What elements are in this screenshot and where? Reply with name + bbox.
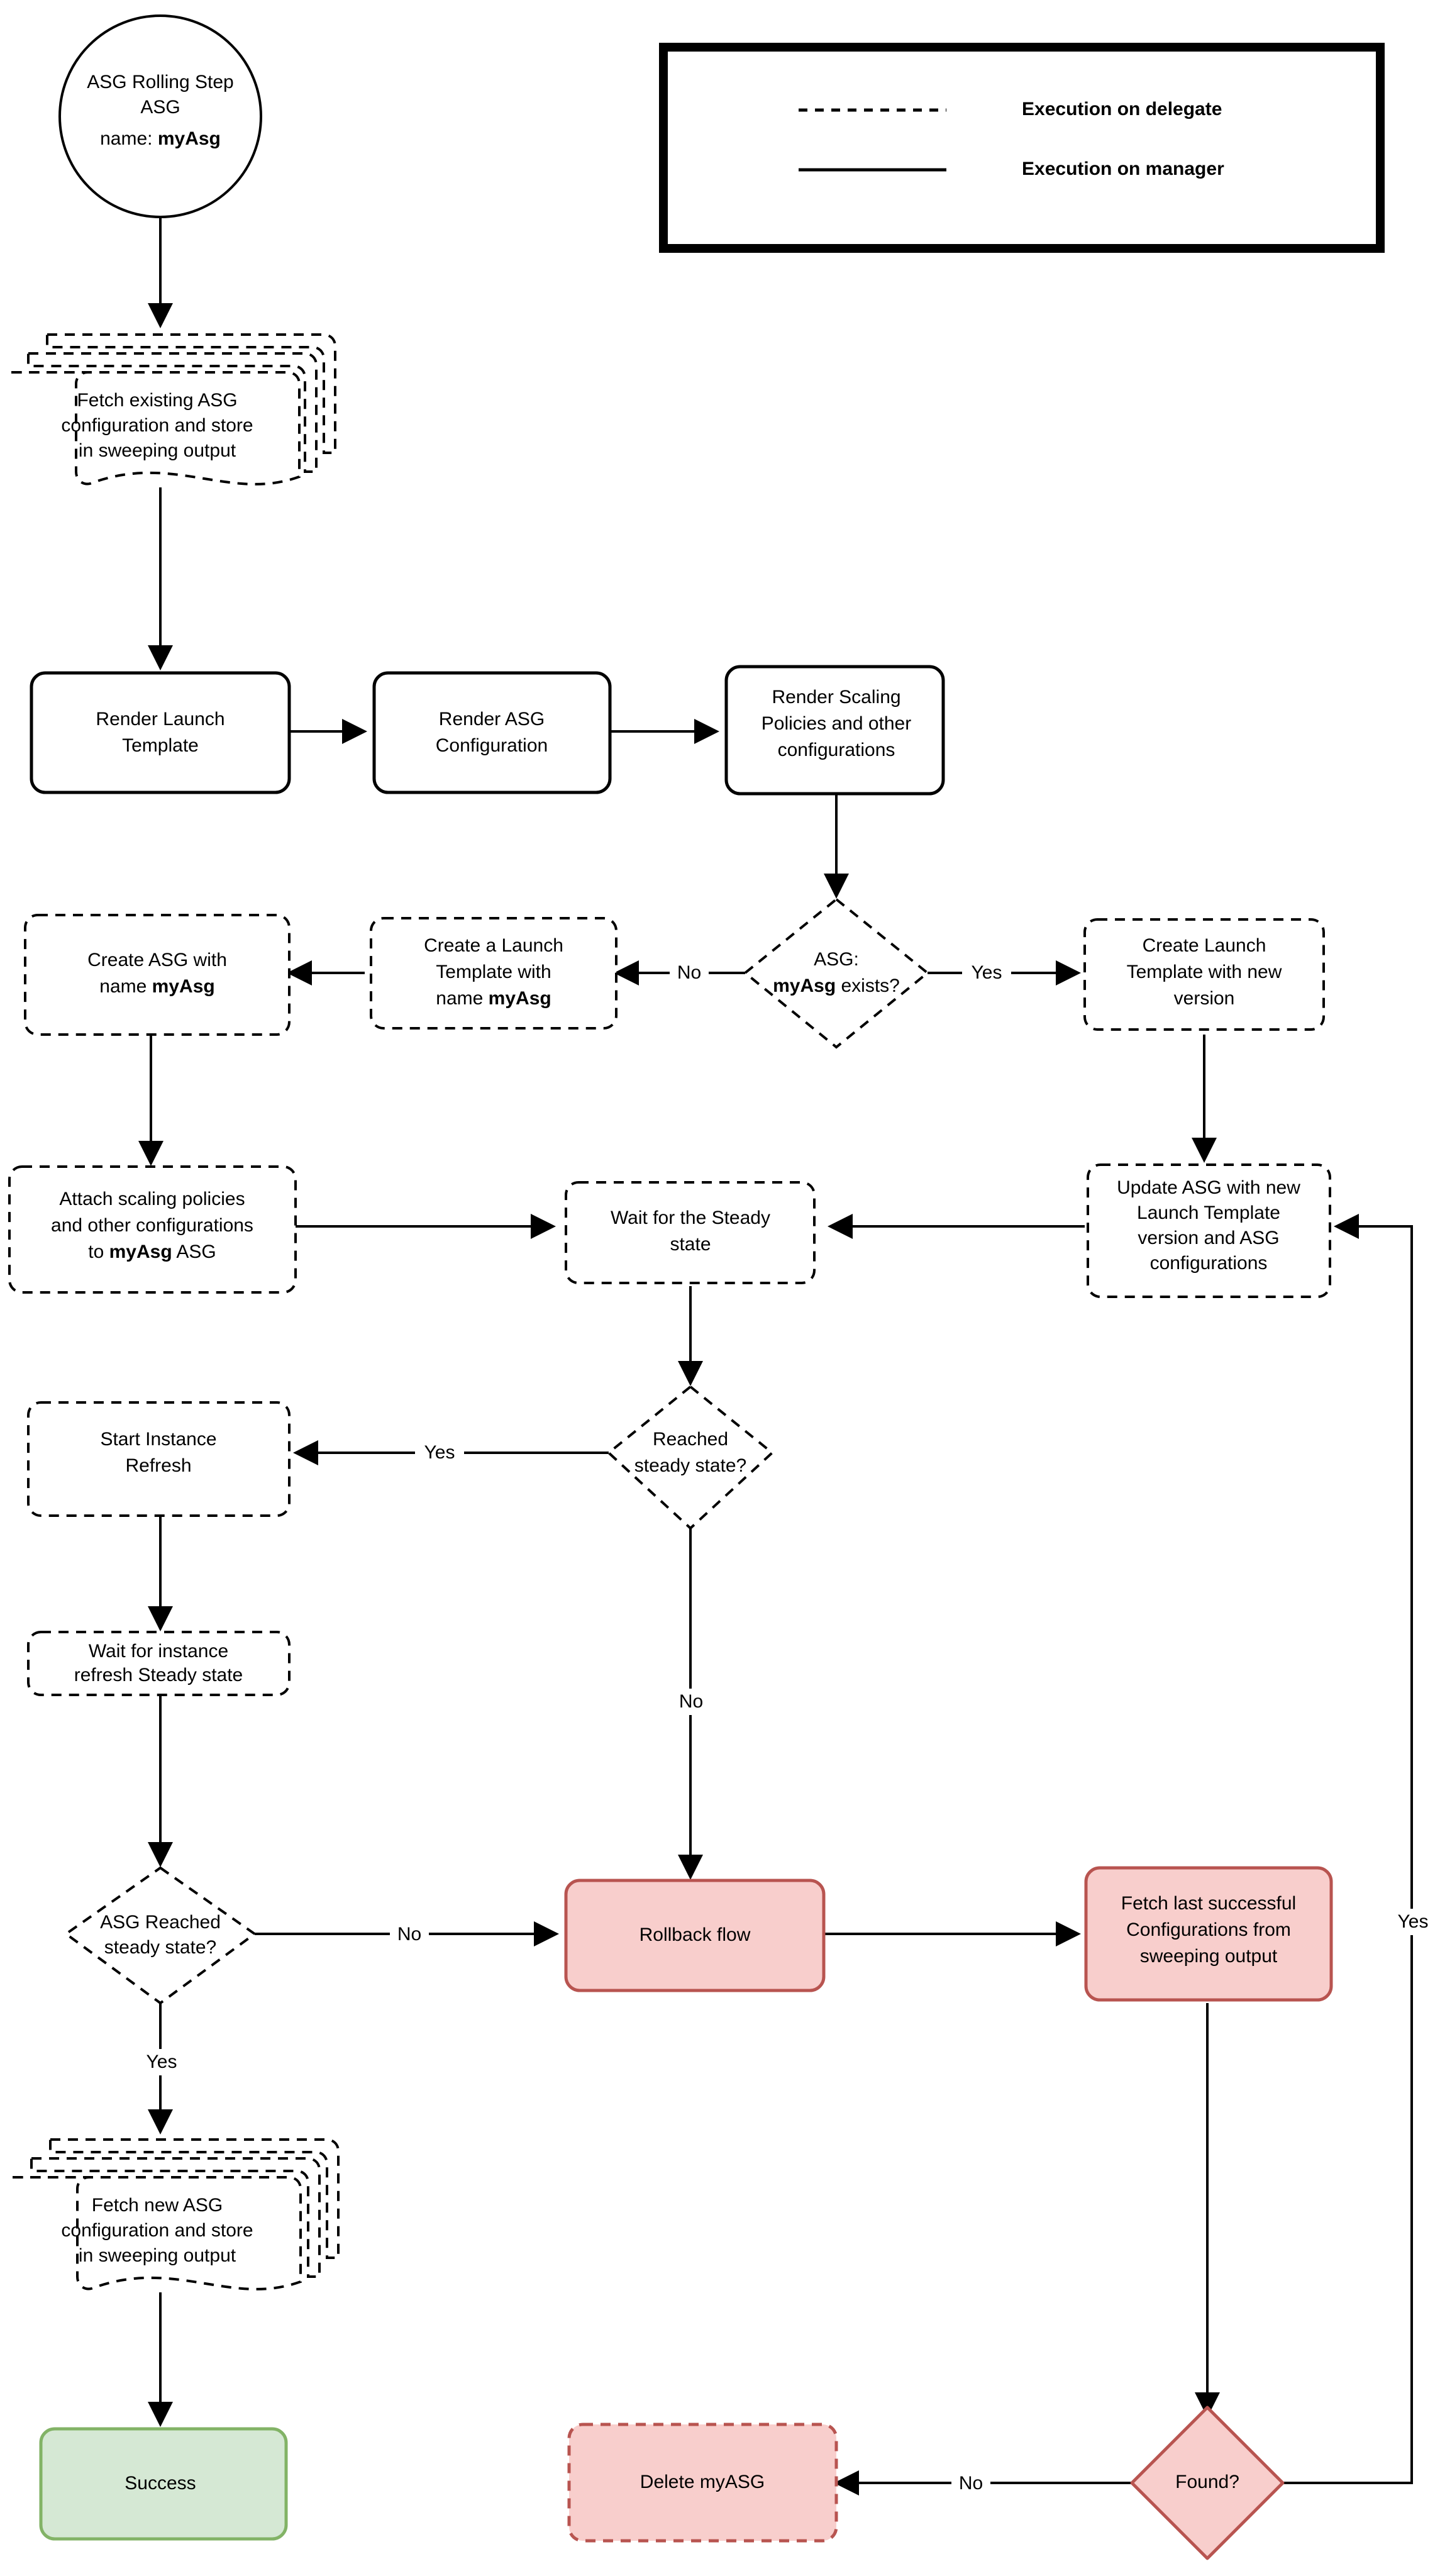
node-reachedsteady-line2: steady state? <box>634 1455 746 1476</box>
node-delete-myasg[interactable]: Delete myASG <box>567 2423 838 2543</box>
edge-label-reached-no: No <box>679 1691 703 1712</box>
node-found-decision[interactable]: Found? <box>1130 2406 1285 2560</box>
edge-found-yes-to-updateasg <box>1283 1214 1413 2484</box>
node-updateasg-line1: Update ASG with new <box>1117 1177 1300 1198</box>
node-rollback-flow[interactable]: Rollback flow <box>564 1879 826 1992</box>
legend-label-manager: Execution on manager <box>1022 158 1224 179</box>
node-fetch-existing-line3: in sweeping output <box>79 440 236 461</box>
node-attach-line1: Attach scaling policies <box>59 1189 245 1209</box>
node-updateasg-line3: version and ASG <box>1138 1228 1279 1248</box>
node-waitrefresh-line1: Wait for instance <box>89 1641 228 1662</box>
node-create-lt-line3: name myAsg <box>436 988 551 1009</box>
node-fetchnew-line3: in sweeping output <box>79 2245 236 2266</box>
node-create-asg[interactable]: Create ASG with name myAsg <box>24 914 291 1036</box>
node-attach-line2: and other configurations <box>51 1215 253 1236</box>
edge-label-exists-no: No <box>677 962 701 983</box>
node-fetchlast-line1: Fetch last successful <box>1121 1893 1296 1914</box>
node-render-scaling-policies[interactable]: Render Scaling Policies and other config… <box>724 665 945 796</box>
node-fetch-existing-asg[interactable]: Fetch existing ASG configuration and sto… <box>11 333 336 486</box>
node-reached-steady-state-decision[interactable]: Reached steady state? <box>606 1385 775 1530</box>
node-startrefresh-line1: Start Instance <box>100 1429 216 1450</box>
edge-label-reached-yes: Yes <box>424 1442 455 1463</box>
node-found-line1: Found? <box>1175 2472 1239 2492</box>
node-render-asgcfg-line2: Configuration <box>436 735 548 756</box>
edge-label-asgreached-yes: Yes <box>147 2051 177 2072</box>
node-waitsteady-line1: Wait for the Steady <box>611 1208 770 1228</box>
node-start-line3: name: myAsg <box>100 128 221 149</box>
node-updateasg-line4: configurations <box>1150 1253 1268 1274</box>
node-fetch-last-successful[interactable]: Fetch last successful Configurations fro… <box>1084 1866 1333 2002</box>
node-updateasg-line2: Launch Template <box>1137 1202 1280 1223</box>
node-create-lt-line2: Template with <box>436 962 551 982</box>
node-create-ltnew-line1: Create Launch <box>1143 935 1266 956</box>
node-render-asgcfg-line1: Render ASG <box>439 709 545 730</box>
node-attach-scaling-policies[interactable]: Attach scaling policies and other config… <box>8 1165 297 1294</box>
edges <box>138 217 1413 2496</box>
edge-labels: No Yes Yes No No Yes No Yes <box>137 960 1437 2497</box>
node-success[interactable]: Success <box>39 2427 288 2541</box>
node-asgreached-line2: steady state? <box>104 1937 216 1958</box>
node-fetch-new-asg[interactable]: Fetch new ASG configuration and store in… <box>13 2138 340 2290</box>
edge-label-exists-yes: Yes <box>972 962 1002 983</box>
node-render-launch-line1: Render Launch <box>96 709 224 730</box>
node-asgreached-line1: ASG Reached <box>100 1912 221 1933</box>
node-asg-exists-decision[interactable]: ASG: myAsg exists? <box>743 897 930 1049</box>
node-waitrefresh-line2: refresh Steady state <box>74 1665 243 1685</box>
edge-label-found-yes: Yes <box>1398 1911 1429 1932</box>
node-create-launch-template-myasg[interactable]: Create a Launch Template with name myAsg <box>370 917 618 1030</box>
node-fetch-existing-line2: configuration and store <box>61 415 253 436</box>
node-wait-instance-refresh[interactable]: Wait for instance refresh Steady state <box>27 1631 291 1696</box>
node-fetchlast-line2: Configurations from <box>1126 1919 1291 1940</box>
node-create-asg-line1: Create ASG with <box>87 950 227 970</box>
node-start-line1: ASG Rolling Step <box>87 72 233 92</box>
node-create-launch-template-new-version[interactable]: Create Launch Template with new version <box>1083 918 1325 1031</box>
legend: Execution on delegate Execution on manag… <box>659 43 1385 253</box>
node-start[interactable]: ASG Rolling Step ASG name: myAsg <box>58 14 262 218</box>
node-create-lt-line1: Create a Launch <box>424 935 563 956</box>
node-render-scaling-line2: Policies and other <box>762 713 911 734</box>
node-fetchlast-line3: sweeping output <box>1140 1946 1278 1967</box>
node-render-launch-line2: Template <box>122 735 199 756</box>
node-fetchnew-line2: configuration and store <box>61 2220 253 2241</box>
node-create-ltnew-line3: version <box>1174 988 1235 1009</box>
node-waitsteady-line2: state <box>670 1234 711 1255</box>
node-startrefresh-line2: Refresh <box>125 1455 191 1476</box>
node-asg-reached-steady-state-decision[interactable]: ASG Reached steady state? <box>64 1866 257 2005</box>
node-render-scaling-line1: Render Scaling <box>772 687 900 708</box>
node-asg-exists-line1: ASG: <box>814 949 859 970</box>
node-render-asg-configuration[interactable]: Render ASG Configuration <box>372 671 612 794</box>
node-start-line2: ASG <box>140 97 180 118</box>
node-start-instance-refresh[interactable]: Start Instance Refresh <box>27 1401 291 1517</box>
node-fetch-existing-line1: Fetch existing ASG <box>77 390 237 411</box>
legend-label-delegate: Execution on delegate <box>1022 99 1222 119</box>
node-attach-line3: to myAsg ASG <box>88 1241 216 1262</box>
node-asg-exists-line2: myAsg exists? <box>773 975 900 996</box>
node-create-asg-line2: name myAsg <box>99 976 214 997</box>
node-render-launch-template[interactable]: Render Launch Template <box>30 671 291 794</box>
node-rollback-line1: Rollback flow <box>640 1924 751 1945</box>
node-render-scaling-line3: configurations <box>778 740 895 760</box>
node-update-asg[interactable]: Update ASG with new Launch Template vers… <box>1087 1163 1331 1298</box>
node-fetchnew-line1: Fetch new ASG <box>92 2195 223 2216</box>
node-delete-line1: Delete myASG <box>640 2472 765 2492</box>
edge-label-found-no: No <box>959 2473 983 2494</box>
node-create-ltnew-line2: Template with new <box>1127 962 1282 982</box>
node-wait-for-steady-state[interactable]: Wait for the Steady state <box>565 1181 816 1284</box>
edge-label-asgreached-no: No <box>397 1924 421 1945</box>
node-success-line1: Success <box>125 2473 196 2494</box>
node-reachedsteady-line1: Reached <box>653 1429 728 1450</box>
